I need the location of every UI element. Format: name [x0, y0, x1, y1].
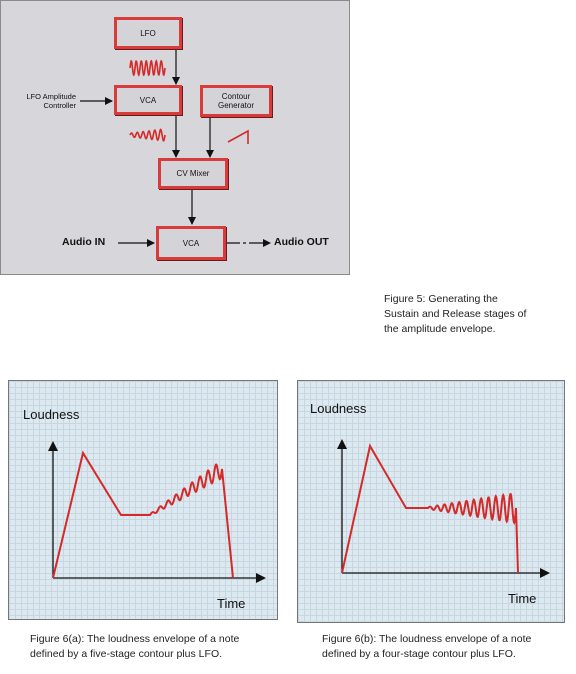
figure5-block-diagram: LFO VCA Contour Generator CV Mixer VCA L…	[0, 0, 350, 275]
vca-output-module: VCA	[156, 226, 226, 260]
y-axis-label: Loudness	[310, 401, 367, 416]
envelope-curve	[52, 450, 234, 579]
contour-generator-module: Contour Generator	[200, 85, 272, 117]
lfo-module: LFO	[114, 17, 182, 49]
figure6b-caption: Figure 6(b): The loudness envelope of a …	[322, 633, 532, 660]
figure5-connections	[80, 50, 271, 247]
figure6a-panel: Loudness Time	[8, 380, 278, 620]
figure5-caption: Figure 5: Generating the Sustain and Rel…	[384, 293, 527, 335]
vca-output-waveform	[129, 128, 166, 142]
y-axis-label: Loudness	[23, 407, 80, 422]
audio-in-label: Audio IN	[62, 236, 106, 248]
lfo-module-label: LFO	[117, 20, 179, 46]
x-axis-label: Time	[217, 596, 246, 611]
figure6a-caption: Figure 6(a): The loudness envelope of a …	[30, 633, 240, 660]
figure6b-plot	[337, 439, 550, 578]
vca-module-label: VCA	[117, 88, 179, 112]
vca-module: VCA	[114, 85, 182, 115]
contour-waveform	[227, 129, 249, 144]
vca-output-label: VCA	[159, 229, 223, 257]
lfo-amplitude-controller-label: LFO Amplitude Controller	[26, 92, 76, 110]
audio-out-label: Audio OUT	[274, 236, 329, 248]
figure6a-plot	[48, 441, 266, 583]
contour-generator-label: Contour Generator	[203, 88, 269, 114]
lfo-waveform	[129, 59, 166, 77]
cv-mixer-label: CV Mixer	[161, 161, 225, 186]
envelope-curve	[341, 443, 519, 574]
x-axis-label: Time	[508, 591, 537, 606]
cv-mixer-module: CV Mixer	[158, 158, 228, 189]
figure6b-panel: Loudness Time	[297, 380, 565, 623]
